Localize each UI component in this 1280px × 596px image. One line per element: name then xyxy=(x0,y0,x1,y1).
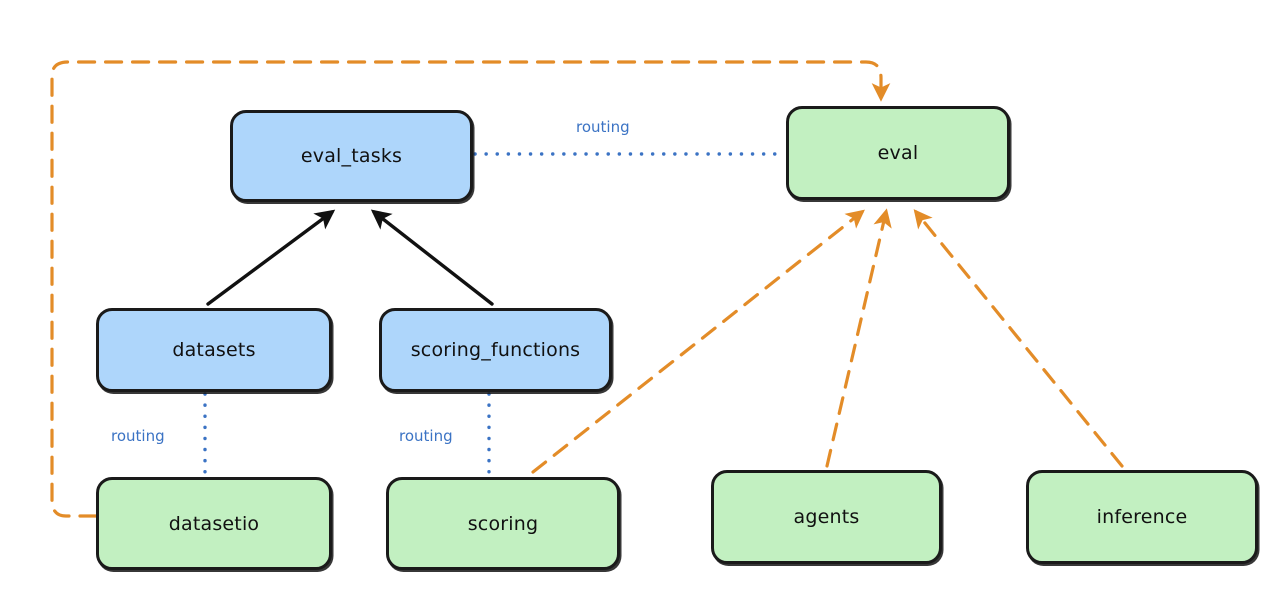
node-label: agents xyxy=(793,506,860,528)
node-scoring[interactable]: scoring xyxy=(386,477,620,570)
node-label: scoring_functions xyxy=(410,339,581,361)
edge-scoring_functions-to-eval_tasks xyxy=(370,209,494,306)
edge-label-routing-eval-tasks-eval: routing xyxy=(576,118,630,136)
node-label: datasetio xyxy=(168,512,260,535)
edge-agents-to-eval xyxy=(825,208,892,468)
node-inference[interactable]: inference xyxy=(1026,470,1258,564)
edge-label-routing-scoring-functions-scoring: routing xyxy=(399,427,453,445)
node-label: eval_tasks xyxy=(300,145,403,167)
node-agents[interactable]: agents xyxy=(711,470,942,564)
edge-inference-to-eval xyxy=(913,209,1124,468)
node-label: scoring xyxy=(467,512,539,535)
node-label: eval xyxy=(877,142,919,164)
node-datasetio[interactable]: datasetio xyxy=(96,477,332,570)
node-label: datasets xyxy=(172,339,256,361)
node-datasets[interactable]: datasets xyxy=(96,308,332,392)
node-eval[interactable]: eval xyxy=(786,106,1010,200)
edge-scoring-to-eval xyxy=(531,209,865,474)
node-eval-tasks[interactable]: eval_tasks xyxy=(230,110,473,202)
edge-label-routing-datasets-datasetio: routing xyxy=(111,427,165,445)
edge-datasets-to-eval_tasks xyxy=(206,209,336,306)
node-label: inference xyxy=(1096,506,1188,528)
node-scoring-functions[interactable]: scoring_functions xyxy=(379,308,612,392)
edge-datasetio-to-eval xyxy=(50,60,891,518)
